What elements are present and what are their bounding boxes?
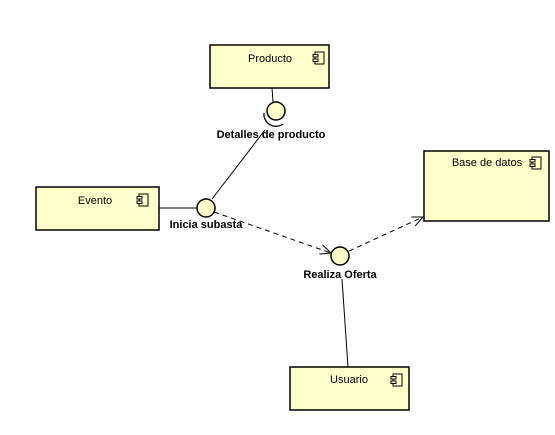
component-label: Base de datos — [452, 157, 523, 169]
dependency-inicia-realiza — [213, 211, 331, 253]
interface-label: Inicia subasta — [170, 219, 244, 231]
component-icon — [390, 373, 403, 387]
connector-usuario-realiza — [341, 278, 349, 368]
provided-interface-ball — [266, 101, 286, 121]
connector-detalles-inicia — [211, 129, 266, 200]
interface-inicia-subasta[interactable]: Inicia subasta — [170, 198, 244, 231]
component-label: Evento — [78, 195, 112, 207]
component-box — [35, 186, 160, 231]
required-socket — [263, 112, 284, 127]
provided-interface-ball — [196, 198, 216, 218]
component-label: Usuario — [330, 374, 368, 386]
component-usuario[interactable]: Usuario — [289, 366, 410, 411]
component-evento[interactable]: Evento — [35, 186, 160, 231]
connector-producto-detalles — [271, 87, 274, 103]
interface-label: Detalles de producto — [217, 129, 326, 141]
provided-interface-ball — [330, 246, 350, 266]
component-box — [209, 44, 330, 89]
interface-label: Realiza Oferta — [303, 269, 377, 281]
component-icon — [312, 51, 325, 65]
component-box — [289, 366, 410, 411]
component-box — [423, 150, 550, 222]
interface-detalles-de-producto[interactable]: Detalles de producto — [217, 101, 326, 141]
interface-realiza-oferta[interactable]: Realiza Oferta — [303, 246, 378, 281]
component-label: Producto — [248, 53, 292, 65]
component-icon — [529, 156, 542, 170]
dependency-realiza-base-datos — [348, 217, 423, 252]
component-producto[interactable]: Producto — [209, 44, 330, 89]
component-icon — [136, 193, 149, 207]
component-base-de-datos[interactable]: Base de datos — [423, 150, 550, 222]
